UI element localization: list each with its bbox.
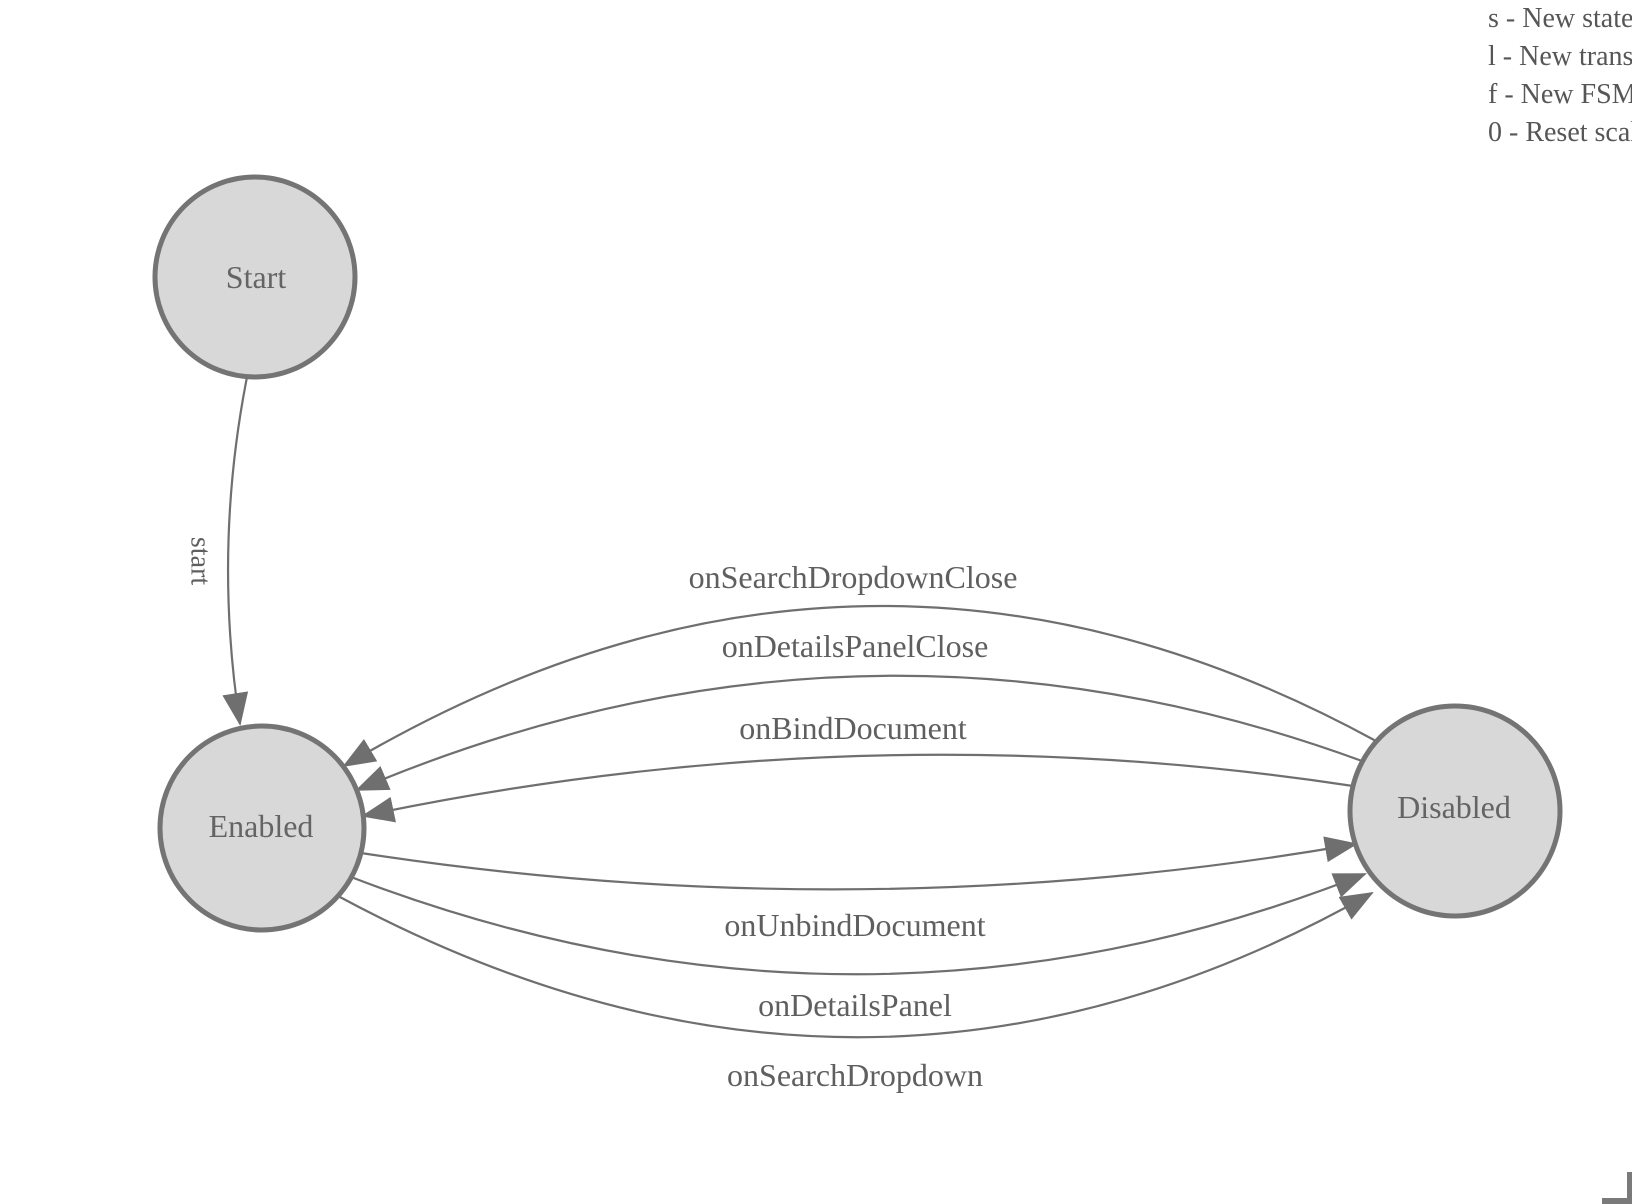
transition-label[interactable]: start (185, 537, 216, 585)
transition-ondetailspanel[interactable]: onDetailsPanel (350, 872, 1367, 1023)
transition-path[interactable] (337, 892, 1374, 1039)
transition-onsearchdropdown[interactable]: onSearchDropdown (337, 892, 1374, 1093)
state-circle[interactable] (1347, 703, 1563, 919)
state-node-start[interactable]: Start (152, 174, 358, 380)
state-label[interactable]: Enabled (209, 808, 314, 844)
transition-onunbinddocument[interactable]: onUnbindDocument (360, 836, 1358, 943)
transition-path[interactable] (355, 674, 1363, 792)
transition-path[interactable] (350, 872, 1367, 976)
state-node-enabled[interactable]: Enabled (157, 723, 367, 933)
state-label[interactable]: Disabled (1397, 789, 1511, 825)
transition-label[interactable]: onSearchDropdownClose (689, 559, 1018, 595)
transition-ondetailspanelclose[interactable]: onDetailsPanelClose (355, 628, 1363, 792)
shortcut-new-fsm: f - New FSM (1488, 79, 1632, 110)
transition-path[interactable] (342, 604, 1377, 768)
transition-label[interactable]: onDetailsPanelClose (722, 628, 989, 664)
transition-label[interactable]: onDetailsPanel (758, 987, 952, 1023)
state-circle[interactable] (152, 174, 358, 380)
shortcut-reset: 0 - Reset scale (1488, 117, 1632, 148)
state-node-disabled[interactable]: Disabled (1347, 703, 1563, 919)
transition-path[interactable] (222, 376, 249, 726)
transition-onbinddocument[interactable]: onBindDocument (361, 710, 1354, 823)
state-circle[interactable] (157, 723, 367, 933)
transition-label[interactable]: onBindDocument (739, 710, 967, 746)
transition-path[interactable] (361, 753, 1354, 823)
transition-label[interactable]: onUnbindDocument (724, 907, 985, 943)
state-label[interactable]: Start (226, 259, 287, 295)
transition-onsearchdropdownclose[interactable]: onSearchDropdownClose (342, 559, 1377, 768)
transition-start[interactable]: start (185, 376, 249, 726)
transition-path[interactable] (360, 836, 1358, 891)
transition-label[interactable]: onSearchDropdown (727, 1057, 983, 1093)
shortcut-new-state: s - New state (1488, 3, 1632, 34)
canvas-frame-corner-icon (1602, 1172, 1632, 1204)
transition-edges: start onSearchDropdownClose onDetailsPan… (185, 376, 1377, 1093)
shortcut-legend: s - New state l - New transition f - New… (1488, 0, 1632, 152)
shortcut-new-transition: l - New transition (1488, 41, 1632, 72)
